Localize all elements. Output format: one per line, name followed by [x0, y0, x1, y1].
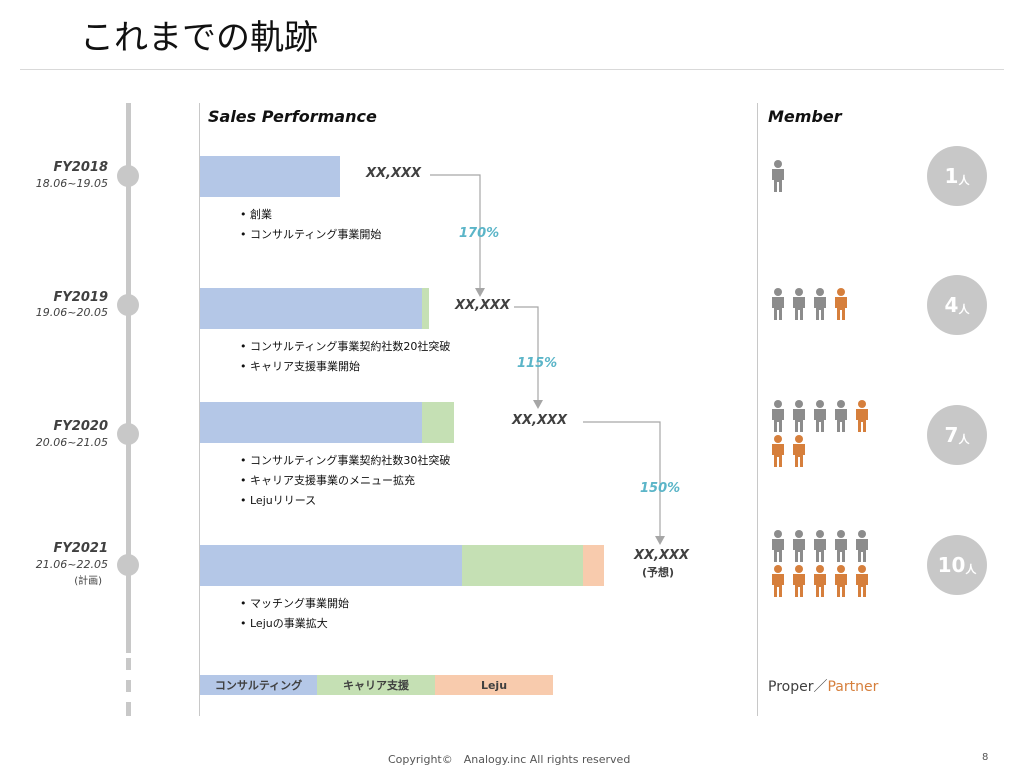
timeline-node: [117, 554, 139, 576]
milestone-item: コンサルティング事業契約社数20社突破: [240, 338, 450, 354]
fy-range: 18.06~19.05: [35, 177, 108, 190]
page-number: 8: [982, 752, 989, 763]
growth-arrow-head: [655, 536, 665, 545]
member-legend: Proper／Partner: [768, 676, 878, 696]
legend-leju: Leju: [435, 675, 553, 695]
milestone-item: キャリア支援事業開始: [240, 358, 360, 374]
growth-arrows: [430, 174, 665, 545]
partner-person-icon: [814, 565, 826, 597]
member-divider: [757, 103, 758, 716]
fy-label: FY2019: [53, 290, 108, 305]
proper-person-icon: [793, 530, 805, 562]
milestone-item: マッチング事業開始: [240, 595, 349, 611]
partner-person-icon: [835, 565, 847, 597]
growth-arrow-head: [475, 288, 485, 297]
proper-person-icon: [793, 288, 805, 320]
proper-person-icon: [772, 530, 784, 562]
member-icons: [772, 160, 868, 597]
partner-person-icon: [856, 400, 868, 432]
fy-label: FY2018: [53, 160, 108, 175]
sales-value: XX,XXX: [634, 548, 690, 563]
legend-consulting: コンサルティング: [200, 675, 317, 695]
proper-person-icon: [856, 530, 868, 562]
proper-person-icon: [772, 288, 784, 320]
bar-FY2021-コンサルティング: [200, 545, 462, 586]
timeline-dash: [126, 658, 131, 670]
fy-label: FY2021: [53, 541, 108, 556]
fy-range: 20.06~21.05: [35, 436, 108, 449]
sales-value: XX,XXX: [512, 413, 568, 428]
milestone-item: Lejuリリース: [240, 492, 316, 508]
milestone-item: コンサルティング事業開始: [240, 226, 381, 242]
growth-arrow-line: [583, 421, 661, 536]
proper-person-icon: [835, 530, 847, 562]
growth-rate: 115%: [517, 356, 558, 371]
proper-person-icon: [814, 288, 826, 320]
proper-person-icon: [835, 400, 847, 432]
bar-FY2019-キャリア支援: [422, 288, 429, 329]
growth-rate: 170%: [459, 226, 500, 241]
sales-value: XX,XXX: [455, 298, 511, 313]
legend-career: キャリア支援: [317, 675, 435, 695]
fy-label: FY2020: [53, 419, 108, 434]
timeline-node: [117, 294, 139, 316]
legend-partner: Partner: [827, 679, 879, 695]
timeline-line: [126, 103, 131, 653]
milestone-item: 創業: [240, 206, 272, 222]
timeline-dash: [126, 702, 131, 716]
proper-person-icon: [793, 400, 805, 432]
page-title: これまでの軌跡: [80, 18, 318, 58]
title-divider: [20, 69, 1004, 70]
member-header: Member: [768, 107, 842, 126]
proper-person-icon: [772, 400, 784, 432]
proper-person-icon: [772, 160, 784, 192]
fy-range: 21.06~22.05: [35, 558, 108, 571]
proper-person-icon: [814, 400, 826, 432]
legend-proper: Proper: [768, 679, 814, 695]
fy-plan-note: (計画): [74, 576, 102, 587]
partner-person-icon: [856, 565, 868, 597]
partner-person-icon: [793, 565, 805, 597]
sales-value: XX,XXX: [366, 166, 422, 181]
bar-FY2020-キャリア支援: [422, 402, 454, 443]
bar-FY2021-Leju: [583, 545, 604, 586]
milestone-item: コンサルティング事業契約社数30社突破: [240, 452, 450, 468]
legend-separator: ／: [813, 679, 828, 695]
timeline-node: [117, 165, 139, 187]
sales-forecast-note: (予想): [642, 566, 675, 579]
bar-FY2018-コンサルティング: [200, 156, 340, 197]
growth-arrow-line: [430, 174, 481, 288]
fy-range: 19.06~20.05: [35, 306, 108, 319]
partner-person-icon: [793, 435, 805, 467]
sales-axis-line: [199, 103, 200, 716]
partner-person-icon: [835, 288, 847, 320]
timeline-dash: [126, 680, 131, 692]
proper-person-icon: [814, 530, 826, 562]
milestone-item: キャリア支援事業のメニュー拡充: [240, 472, 415, 488]
timeline-node: [117, 423, 139, 445]
partner-person-icon: [772, 435, 784, 467]
bar-FY2021-キャリア支援: [462, 545, 583, 586]
growth-arrow-line: [514, 306, 539, 400]
partner-person-icon: [772, 565, 784, 597]
milestone-item: Lejuの事業拡大: [240, 615, 328, 631]
sales-performance-header: Sales Performance: [208, 107, 377, 126]
copyright: Copyright© Analogy.inc All rights reserv…: [388, 753, 631, 766]
growth-arrow-head: [533, 400, 543, 409]
bar-FY2019-コンサルティング: [200, 288, 422, 329]
growth-rate: 150%: [640, 481, 681, 496]
bar-FY2020-コンサルティング: [200, 402, 422, 443]
